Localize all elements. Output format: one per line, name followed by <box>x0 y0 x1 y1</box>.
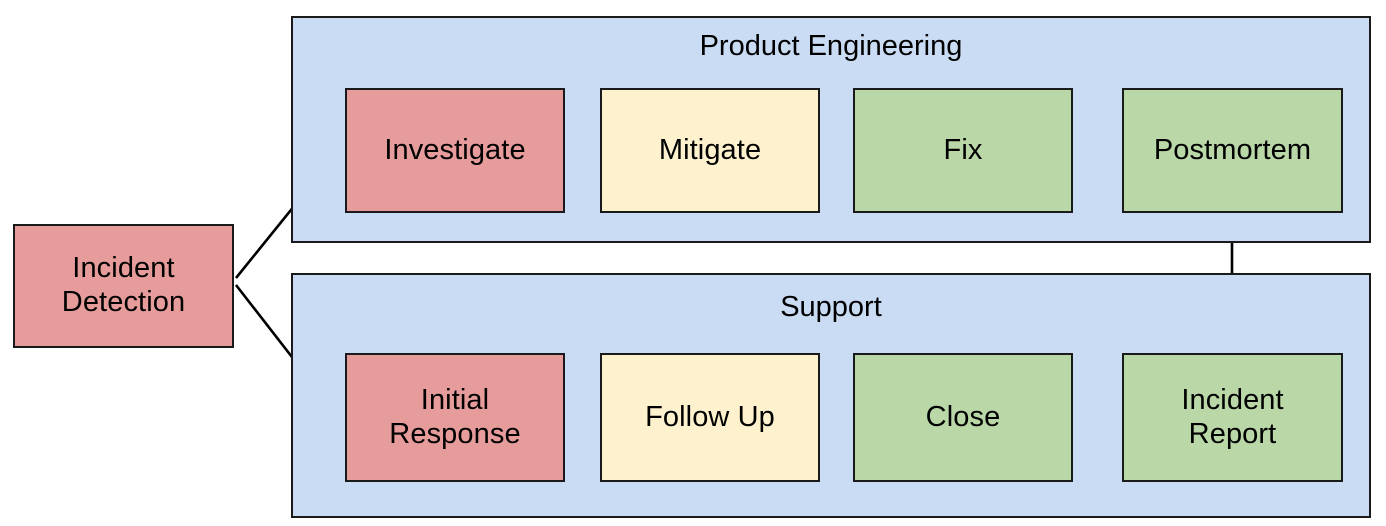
node-follow-up[interactable]: Follow Up <box>600 353 820 482</box>
lane-title-product-engineering: Product Engineering <box>699 30 963 62</box>
node-incident-report[interactable]: Incident Report <box>1122 353 1343 482</box>
node-investigate[interactable]: Investigate <box>345 88 565 213</box>
node-mitigate[interactable]: Mitigate <box>600 88 820 213</box>
lane-title-support: Support <box>780 291 882 323</box>
node-initial-response[interactable]: Initial Response <box>345 353 565 482</box>
node-incident-detection[interactable]: Incident Detection <box>13 224 234 348</box>
node-close[interactable]: Close <box>853 353 1073 482</box>
node-postmortem[interactable]: Postmortem <box>1122 88 1343 213</box>
node-fix[interactable]: Fix <box>853 88 1073 213</box>
